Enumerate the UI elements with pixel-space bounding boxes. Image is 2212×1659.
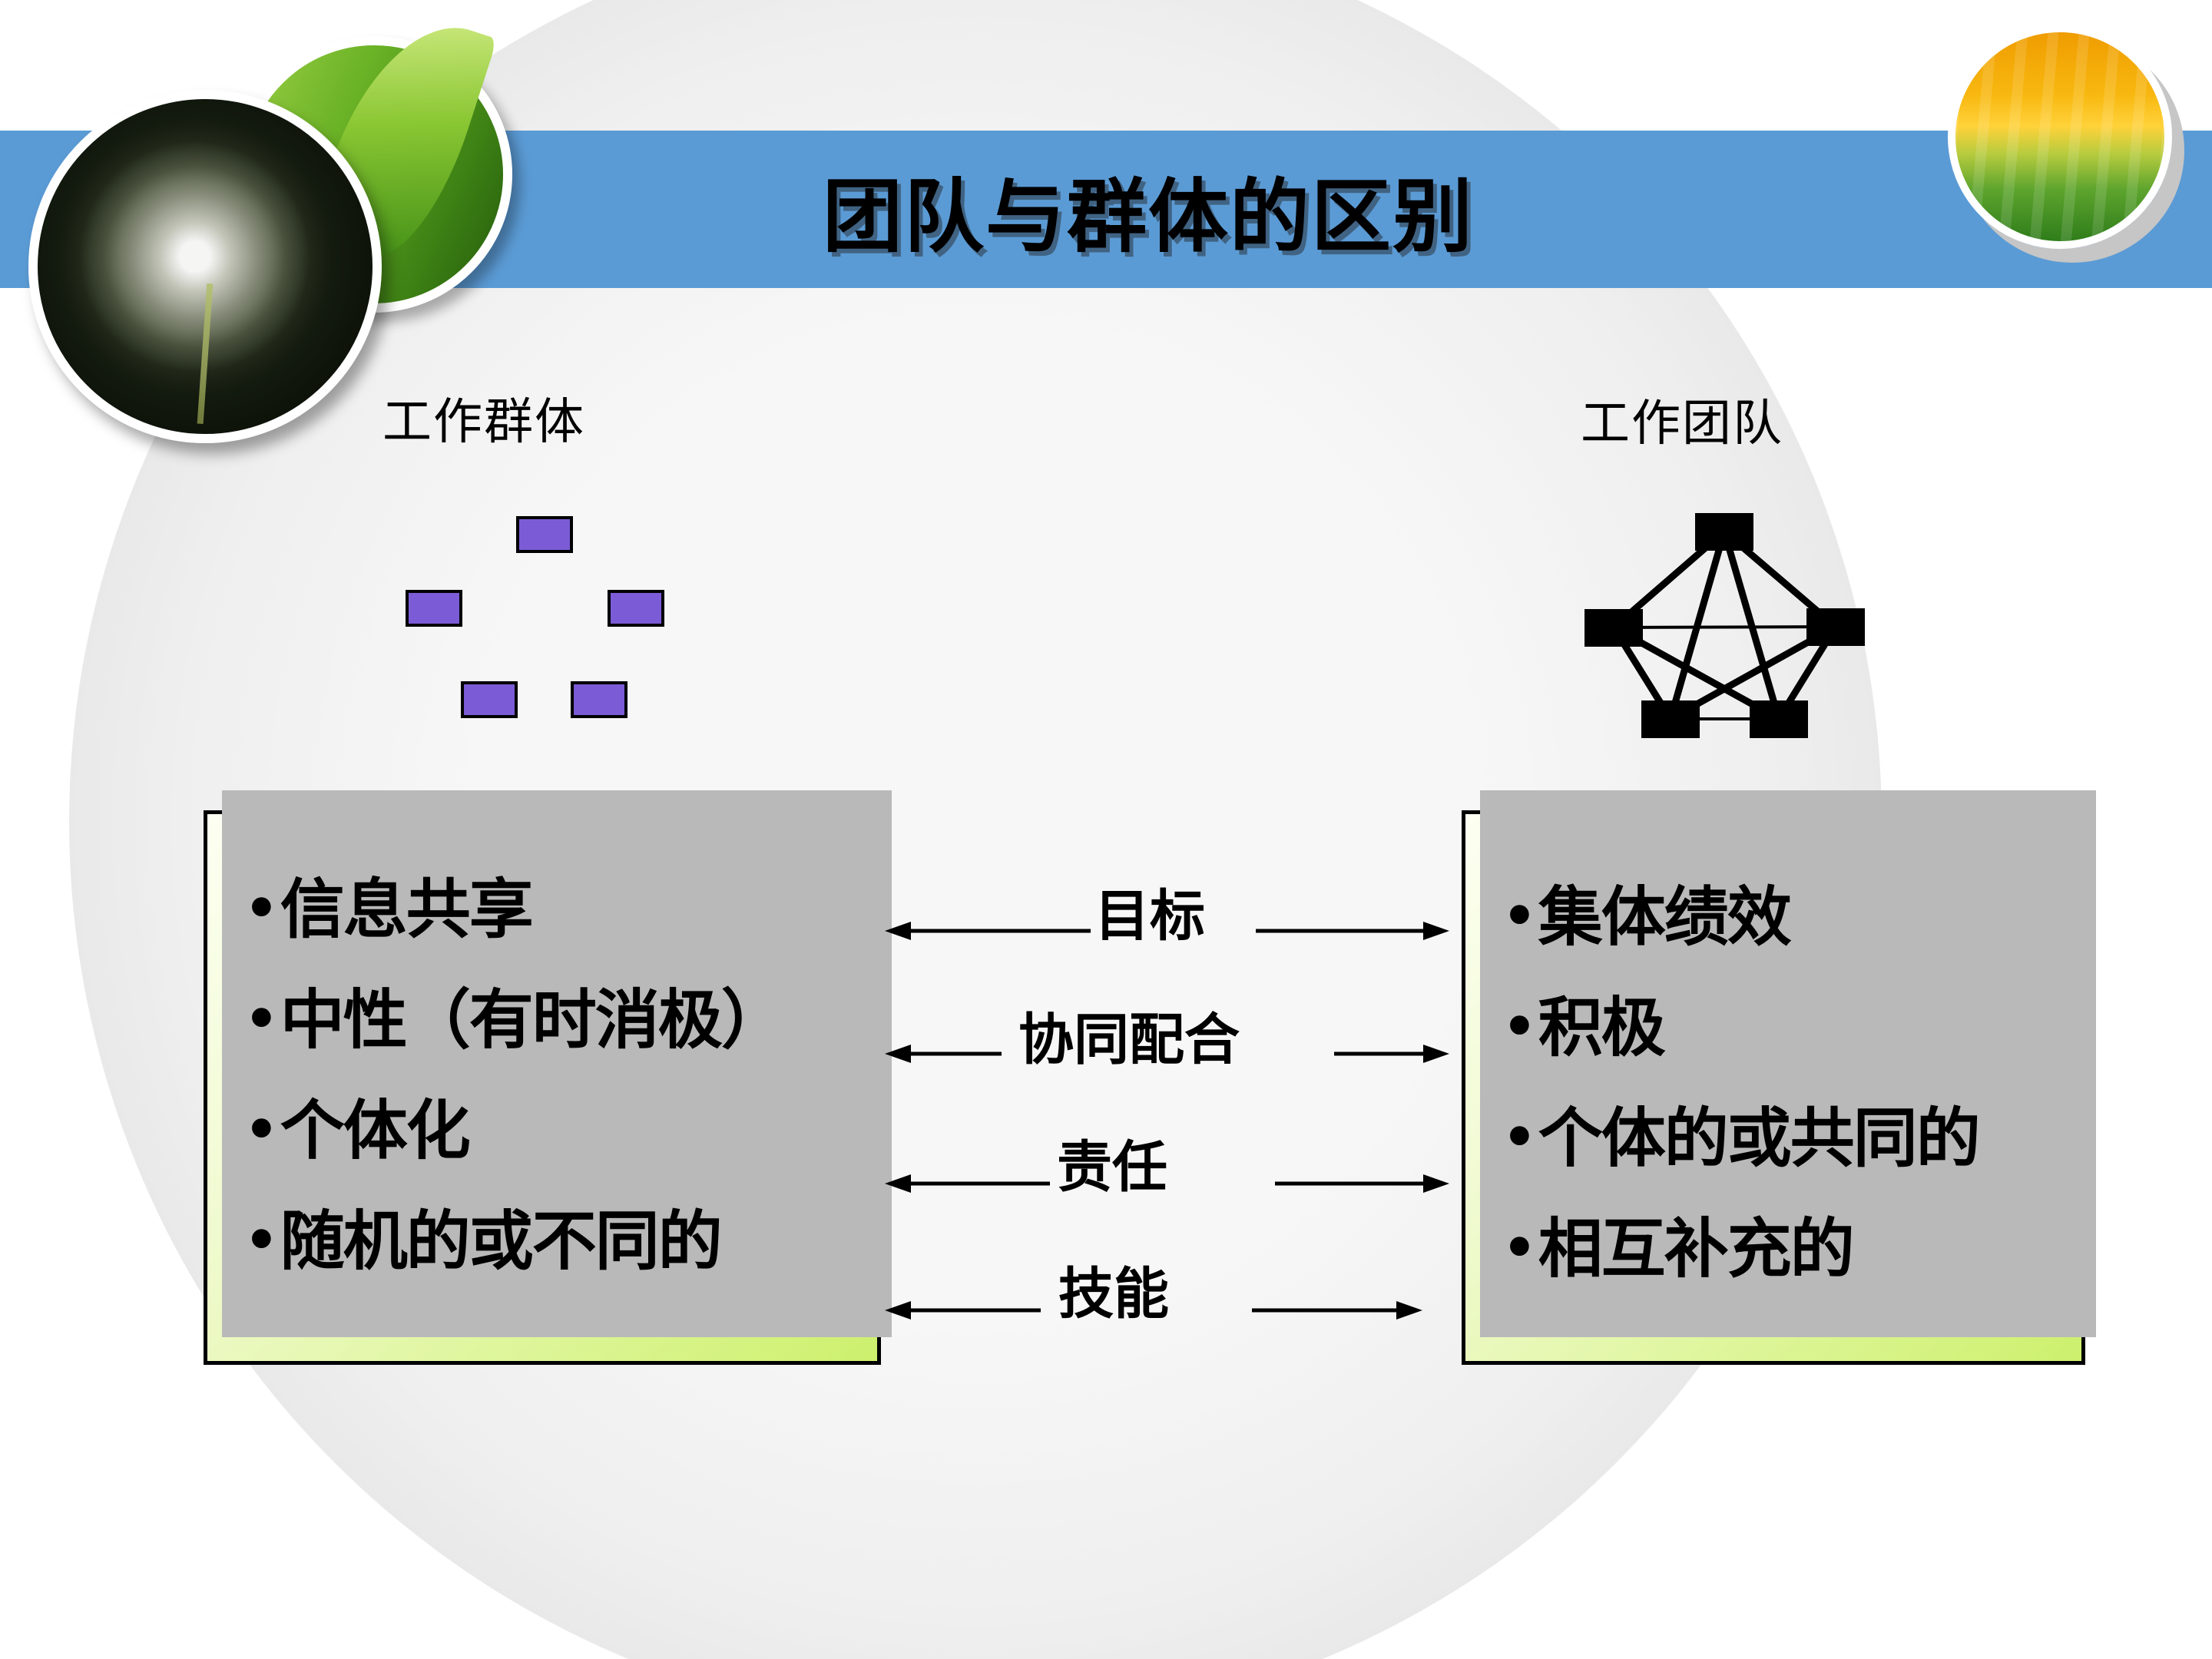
right-arrow-icon bbox=[1275, 1170, 1449, 1197]
group-member-rect bbox=[461, 681, 518, 718]
right-column-label: 工作团队 bbox=[1581, 396, 1783, 452]
list-item: 相互补充的 bbox=[1502, 1194, 2066, 1304]
left-arrow-icon bbox=[885, 1040, 1002, 1068]
dandelion-stem-shape bbox=[197, 283, 214, 424]
list-item: 信息共享 bbox=[244, 854, 862, 965]
left-arrow-icon bbox=[885, 917, 1091, 945]
left-arrow-icon bbox=[885, 1170, 1050, 1197]
list-item: 个体的或共同的 bbox=[1502, 1083, 2066, 1194]
comparison-rows: 目标 协同配合 责任 技能 bbox=[883, 0, 1463, 1659]
group-member-rect bbox=[608, 590, 664, 627]
left-column-label: 工作群体 bbox=[382, 394, 585, 451]
work-team-bullet-list: 集体绩效 积极 个体的或共同的 相互补充的 bbox=[1502, 862, 2066, 1304]
comparison-label-skill: 技能 bbox=[1058, 1261, 1170, 1326]
work-group-feature-box: 信息共享 中性（有时消极） 个体化 随机的或不同的 bbox=[204, 790, 892, 1365]
list-item: 中性（有时消极） bbox=[244, 965, 862, 1075]
tulip-photo-circle bbox=[1948, 25, 2172, 249]
team-node-rects bbox=[1584, 513, 1865, 738]
team-network-svg bbox=[1584, 513, 1865, 738]
list-item: 积极 bbox=[1502, 972, 2066, 1083]
list-item: 个体化 bbox=[244, 1075, 862, 1186]
right-arrow-icon bbox=[1256, 917, 1449, 945]
list-item: 集体绩效 bbox=[1502, 862, 2066, 972]
page-title-wrap: 团队与群体的区别 bbox=[0, 131, 2212, 288]
page-title: 团队与群体的区别 bbox=[822, 170, 1474, 263]
group-member-rect bbox=[406, 590, 462, 627]
right-arrow-icon bbox=[1334, 1040, 1449, 1068]
list-item: 随机的或不同的 bbox=[244, 1186, 862, 1296]
right-arrow-icon bbox=[1252, 1296, 1422, 1324]
scattered-members-diagram bbox=[376, 492, 684, 737]
team-network-edges bbox=[1611, 528, 1839, 722]
work-team-feature-box: 集体绩效 积极 个体的或共同的 相互补充的 bbox=[1462, 790, 2096, 1365]
group-member-rect bbox=[516, 516, 573, 553]
left-arrow-icon bbox=[885, 1296, 1041, 1324]
dandelion-photo-circle bbox=[28, 90, 382, 443]
comparison-label-responsibility: 责任 bbox=[1056, 1134, 1168, 1200]
connected-network-diagram bbox=[1567, 492, 1889, 753]
comparison-label-goal: 目标 bbox=[1094, 883, 1206, 949]
work-group-bullet-list: 信息共享 中性（有时消极） 个体化 随机的或不同的 bbox=[244, 854, 862, 1296]
comparison-label-cooperation: 协同配合 bbox=[1018, 1007, 1240, 1072]
group-member-rect bbox=[571, 681, 628, 718]
